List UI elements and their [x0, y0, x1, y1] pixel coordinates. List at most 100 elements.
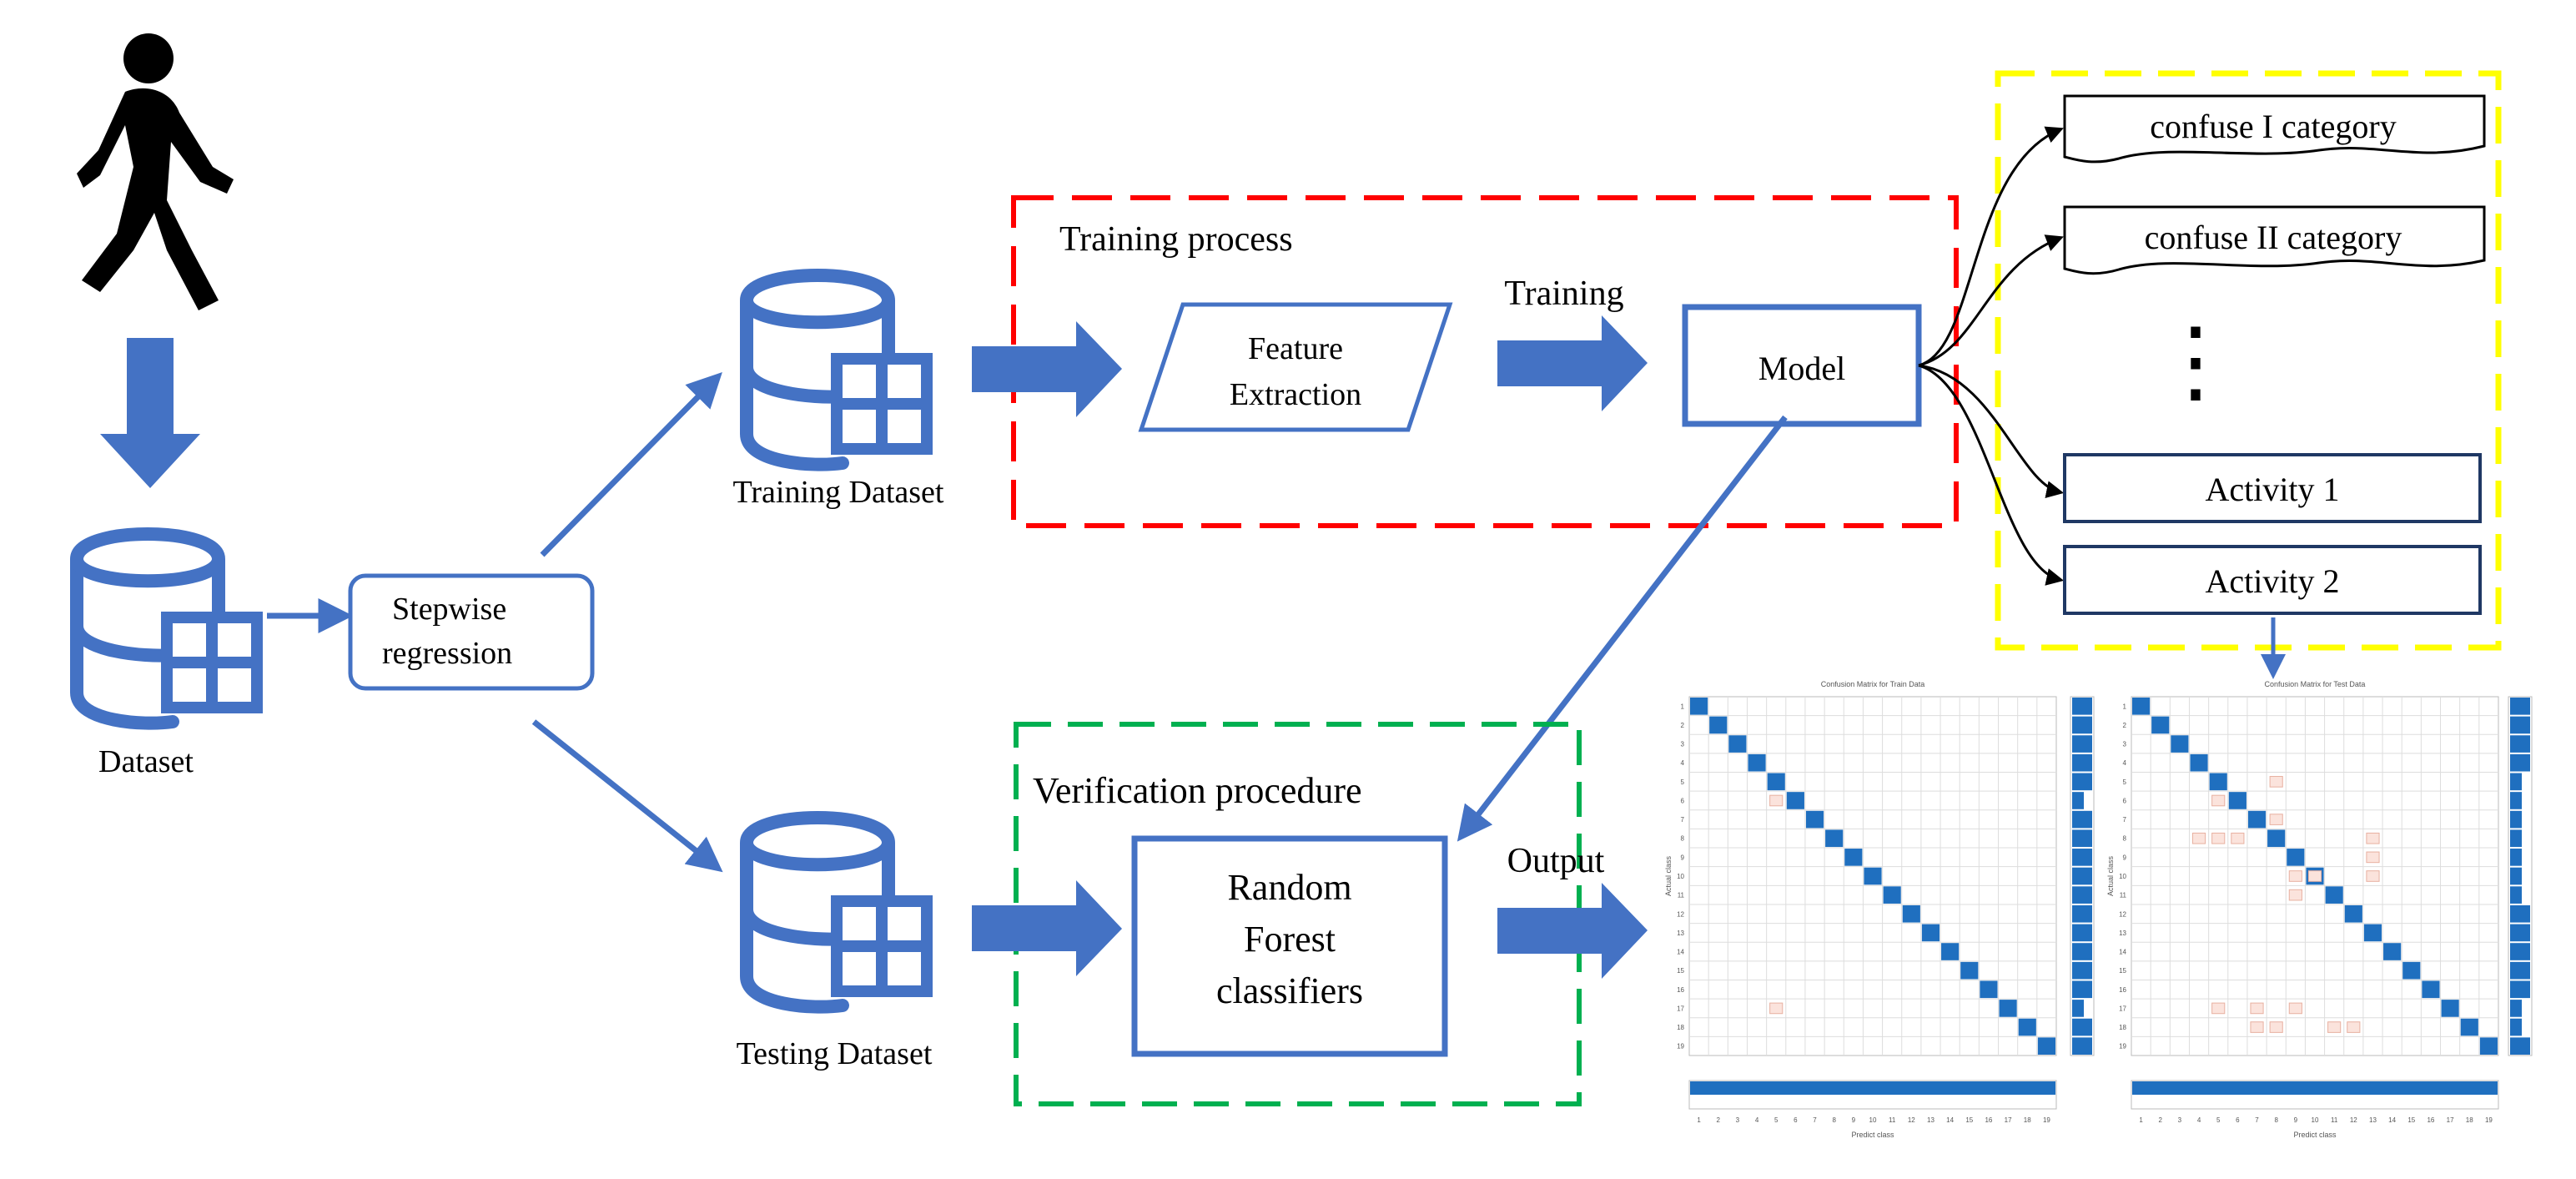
cm-side-cell — [2510, 773, 2522, 791]
cm-row-tick: 8 — [2123, 835, 2127, 843]
cm-col-tick: 14 — [1946, 1116, 1954, 1124]
cm-offdiag-cell — [2211, 1002, 2226, 1015]
cm-col-tick: 13 — [1927, 1116, 1935, 1124]
activity-2-box: Activity 2 — [2063, 545, 2482, 615]
cm-row-tick: 7 — [2123, 816, 2127, 824]
down-arrow — [100, 338, 200, 488]
category-ellipsis: ⋮ — [2150, 310, 2241, 412]
cm-bottom-bar — [1690, 1081, 2055, 1095]
cm-row-tick: 1 — [1681, 703, 1685, 710]
cm-diagonal-cell — [2247, 810, 2267, 829]
cm-row-tick: 14 — [1677, 949, 1684, 956]
cm-offdiag-cell — [2250, 1021, 2264, 1033]
cm-offdiag-cell — [2327, 1021, 2342, 1033]
cm-row-tick: 12 — [1677, 910, 1684, 918]
cm-offdiag-cell — [2250, 1002, 2264, 1015]
cm-row-tick: 15 — [1677, 967, 1684, 975]
cm-col-tick: 11 — [2331, 1116, 2338, 1124]
cm-xlabel: Predict class — [1851, 1131, 1894, 1139]
cm-side-cell — [2510, 980, 2530, 999]
cm-diagonal-cell — [2037, 1037, 2055, 1055]
cm-side-cell — [2510, 698, 2530, 715]
cm-row-tick: 5 — [1681, 778, 1685, 786]
cm-col-tick: 9 — [1852, 1116, 1856, 1124]
cm-col-tick: 10 — [1869, 1116, 1877, 1124]
cm-offdiag-cell — [2191, 832, 2206, 844]
cm-diagonal-cell — [1748, 753, 1766, 772]
cm-diagonal-cell — [2383, 943, 2402, 960]
test-confusion-matrix: Confusion Matrix for Test Data1122334455… — [2106, 680, 2533, 1139]
cm-row-tick: 11 — [1678, 892, 1685, 899]
cm-row-tick: 7 — [1681, 816, 1685, 824]
cm-row-tick: 19 — [2119, 1043, 2126, 1051]
cm-col-tick: 19 — [2485, 1116, 2493, 1124]
cm-ylabel: Actual class — [1664, 855, 1673, 896]
training-dataset-icon — [747, 275, 927, 465]
block-arrow-to-feature — [972, 321, 1122, 417]
feature-extraction-box: Feature Extraction — [1138, 302, 1453, 432]
training-process-label: Training process — [1059, 220, 1293, 259]
cm-side-cell — [2510, 716, 2530, 734]
cm-offdiag-cell — [2288, 1002, 2302, 1015]
cm-col-tick: 8 — [1832, 1116, 1836, 1124]
cm-col-tick: 18 — [2466, 1116, 2473, 1124]
cm-col-tick: 2 — [2159, 1116, 2163, 1124]
training-dataset-label: Training Dataset — [733, 475, 944, 510]
cm-col-tick: 18 — [2024, 1116, 2031, 1124]
cm-diagonal-cell — [2209, 773, 2227, 791]
cm-offdiag-cell — [2366, 832, 2380, 844]
cm-col-tick: 1 — [2139, 1116, 2143, 1124]
cm-row-tick: 6 — [1681, 797, 1685, 804]
cm-row-tick: 13 — [1677, 930, 1684, 937]
block-arrow-to-output — [1497, 883, 1648, 979]
cm-side-cell — [2510, 943, 2530, 960]
cm-diagonal-cell — [2132, 698, 2151, 715]
cm-col-tick: 17 — [2005, 1116, 2012, 1124]
arrow-to-training-dataset — [540, 372, 722, 557]
cm-row-tick: 3 — [1681, 741, 1685, 748]
cm-side-cell — [2072, 961, 2092, 980]
stepwise-label-1: Stepwise — [392, 592, 506, 627]
cm-diagonal-cell — [1709, 716, 1728, 734]
category-box — [1995, 70, 2502, 651]
cm-offdiag-cell — [2269, 776, 2283, 788]
rf-label-3: classifiers — [1216, 970, 1363, 1011]
output-arrow-label: Output — [1507, 842, 1605, 880]
cm-diagonal-cell — [2479, 1037, 2498, 1055]
block-arrow-to-model — [1497, 315, 1648, 411]
arrow-to-testing-dataset — [531, 719, 723, 873]
cm-col-tick: 3 — [1736, 1116, 1740, 1124]
cm-side-cell — [2510, 886, 2522, 904]
cm-col-tick: 6 — [2236, 1116, 2240, 1124]
cm-col-tick: 6 — [1794, 1116, 1798, 1124]
cm-side-cell — [2510, 867, 2522, 885]
cm-side-cell — [2510, 810, 2522, 829]
cm-diagonal-cell — [2151, 716, 2170, 734]
cm-diagonal-cell — [1844, 849, 1863, 866]
rf-label-1: Random — [1227, 867, 1351, 908]
cm-diagonal-cell — [2363, 924, 2382, 942]
cm-row-tick: 18 — [1677, 1024, 1684, 1031]
cm-side-cell — [2072, 1037, 2092, 1055]
cm-row-tick: 2 — [2123, 722, 2127, 729]
cm-col-tick: 19 — [2043, 1116, 2050, 1124]
cm-xlabel: Predict class — [2293, 1131, 2337, 1139]
cm-row-tick: 6 — [2123, 797, 2127, 804]
cm-row-tick: 10 — [1677, 873, 1684, 880]
cm-col-tick: 15 — [2407, 1116, 2415, 1124]
cm-row-tick: 8 — [1681, 835, 1685, 843]
cm-diagonal-cell — [1883, 886, 1901, 904]
cm-diagonal-cell — [2228, 792, 2246, 809]
cm-offdiag-cell — [2288, 870, 2302, 882]
cm-col-tick: 7 — [2255, 1116, 2259, 1124]
rf-label-2: Forest — [1244, 919, 1336, 960]
training-process-box — [1011, 195, 1959, 528]
cm-side-cell — [2072, 849, 2092, 866]
cm-col-tick: 10 — [2312, 1116, 2319, 1124]
cm-diagonal-cell — [1864, 867, 1882, 885]
cm-side-cell — [2072, 735, 2092, 753]
cm-row-tick: 13 — [2119, 930, 2126, 937]
cm-side-cell — [2510, 924, 2530, 942]
cm-offdiag-cell — [2269, 814, 2283, 825]
